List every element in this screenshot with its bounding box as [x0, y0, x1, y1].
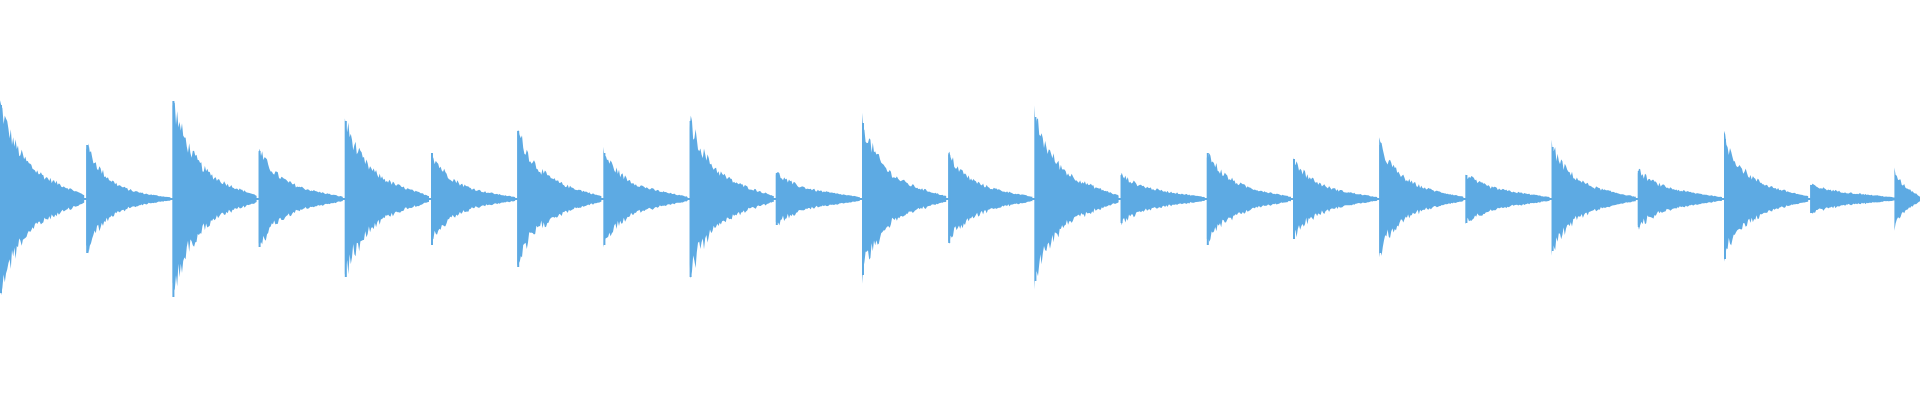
waveform-onset: [1551, 147, 1554, 251]
waveform-onset: [948, 155, 951, 243]
waveform-onset: [1637, 171, 1640, 227]
waveform-hit: [1551, 139, 1636, 256]
waveform-onset: [1120, 175, 1123, 223]
waveform-hit: [948, 151, 1033, 244]
waveform-onset: [344, 121, 347, 277]
waveform-onset: [1206, 153, 1209, 245]
waveform-onset: [1293, 159, 1295, 239]
waveform-onset: [1724, 139, 1726, 259]
waveform-hit: [258, 148, 343, 247]
waveform-onset: [689, 121, 692, 277]
waveform-hit: [603, 146, 688, 248]
waveform-onset: [0, 105, 2, 293]
waveform-onset: [775, 173, 778, 225]
waveform-onset: [86, 145, 89, 253]
waveform-hit: [1034, 105, 1119, 290]
waveform-hit: [517, 130, 602, 266]
waveform-hit: [689, 115, 774, 279]
waveform-hit: [0, 100, 85, 295]
waveform-onset: [1810, 185, 1813, 213]
waveform-hit: [1465, 174, 1550, 225]
waveform-hit: [1724, 130, 1809, 262]
waveform-onset: [172, 101, 175, 297]
waveform-onset: [517, 131, 520, 267]
waveform-onset: [431, 153, 433, 245]
waveform-hit: [1120, 172, 1205, 226]
waveform-onset: [1379, 145, 1382, 253]
waveform-hit: [1293, 157, 1378, 240]
waveform-onset: [603, 153, 606, 245]
waveform-hit: [1637, 168, 1722, 230]
waveform-hit: [862, 112, 947, 284]
waveform-group: [0, 100, 1920, 297]
waveform-hit: [431, 156, 516, 240]
waveform-hit: [344, 118, 429, 275]
waveform-onset: [258, 151, 261, 247]
waveform-hit: [775, 172, 860, 226]
waveform-hit: [1206, 153, 1291, 242]
waveform-hit-partial: [1894, 167, 1920, 231]
waveform-hit: [1810, 183, 1895, 214]
waveform-hit: [172, 102, 257, 292]
waveform-onset: [862, 123, 864, 275]
waveform-hit: [1379, 137, 1464, 258]
waveform-onset: [1465, 175, 1468, 223]
waveform-hit: [86, 143, 171, 254]
waveform-onset: [1034, 117, 1037, 281]
